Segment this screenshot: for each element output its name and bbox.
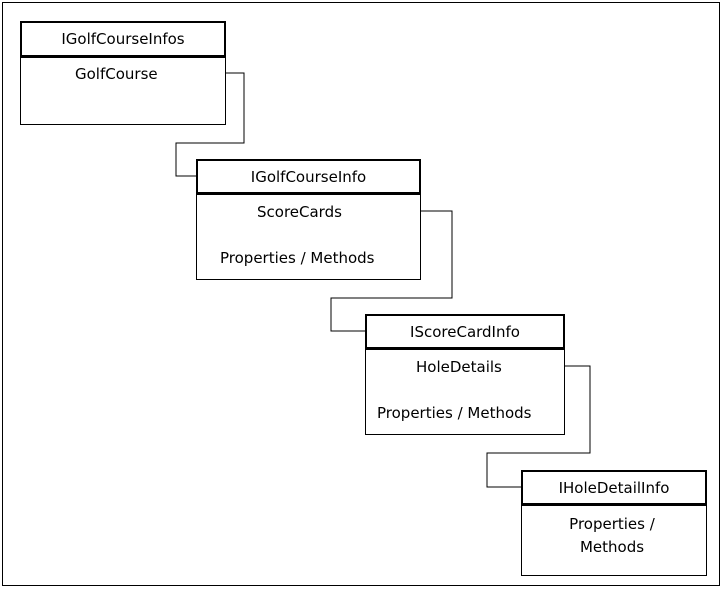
igolfcourseinfo-box: IGolfCourseInfo ScoreCards Properties / … — [196, 159, 421, 280]
iscorecardinfo-title-text: IScoreCardInfo — [410, 322, 520, 341]
iholedetailinfo-title: IHoleDetailInfo — [521, 470, 707, 506]
iholedetailinfo-box: IHoleDetailInfo Properties / Methods — [521, 470, 707, 576]
diagram-frame — [2, 2, 720, 586]
igolfcourseinfo-title-text: IGolfCourseInfo — [250, 167, 367, 186]
igolfcourseinfos-box: IGolfCourseInfos GolfCourse — [20, 21, 226, 125]
iscorecardinfo-box: IScoreCardInfo HoleDetails Properties / … — [365, 314, 565, 435]
iholedetailinfo-properties-methods: Properties / Methods — [569, 515, 655, 556]
iholedetailinfo-title-text: IHoleDetailInfo — [558, 478, 670, 497]
connector-holedetails-to-iholedetailinfo — [486, 365, 591, 488]
igolfcourseinfo-properties-methods: Properties / Methods — [220, 249, 375, 267]
connector-scorecards-to-iscorecardinfo — [330, 210, 453, 332]
scorecards-member: ScoreCards — [257, 203, 342, 221]
iscorecardinfo-title: IScoreCardInfo — [365, 314, 565, 350]
igolfcourseinfos-title-text: IGolfCourseInfos — [61, 30, 185, 48]
igolfcourseinfos-title: IGolfCourseInfos — [20, 21, 226, 58]
igolfcourseinfo-title: IGolfCourseInfo — [196, 159, 421, 195]
holedetails-member: HoleDetails — [416, 358, 502, 376]
golfcourse-member: GolfCourse — [75, 65, 158, 83]
iscorecardinfo-properties-methods: Properties / Methods — [377, 404, 532, 422]
connector-golfcourse-to-igolfcourseinfo — [175, 72, 245, 177]
